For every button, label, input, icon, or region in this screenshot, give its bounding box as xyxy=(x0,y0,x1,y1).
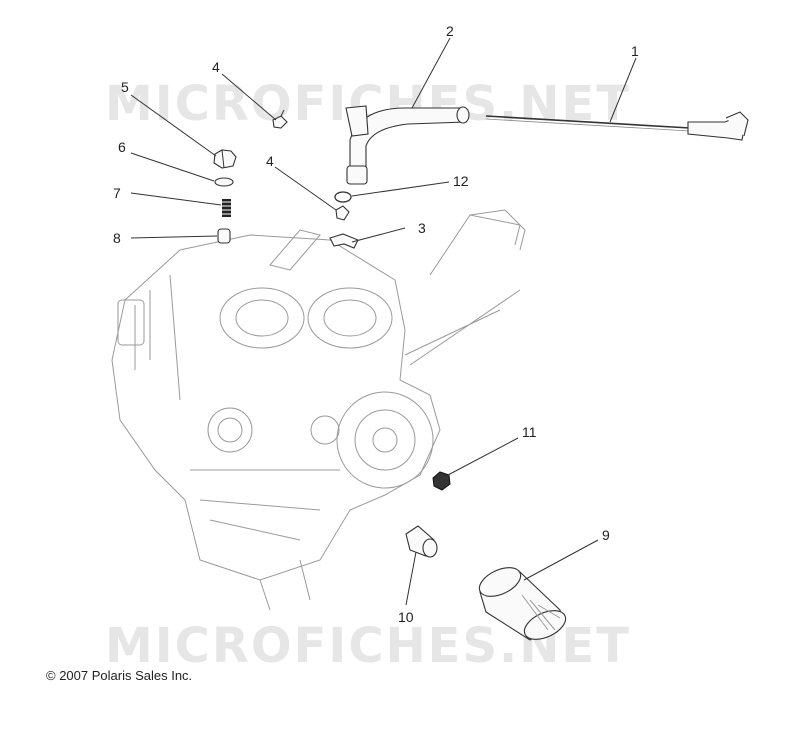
part-9-oil-filter xyxy=(478,567,567,641)
callout-12: 12 xyxy=(453,173,469,189)
callout-3: 3 xyxy=(418,220,426,236)
part-8-pin xyxy=(217,228,231,244)
callout-5: 5 xyxy=(121,79,129,95)
callout-10: 10 xyxy=(398,609,414,625)
part-7-spring xyxy=(222,199,231,217)
callout-9: 9 xyxy=(602,527,610,543)
part-4-bolt-lower xyxy=(335,205,350,221)
callout-4-upper: 4 xyxy=(212,59,220,75)
copyright-notice: © 2007 Polaris Sales Inc. xyxy=(46,668,193,683)
part-12-o-ring xyxy=(334,191,352,203)
part-5-plug xyxy=(213,149,237,169)
part-1-dipstick xyxy=(485,111,749,141)
part-10-fitting xyxy=(405,525,438,558)
part-6-washer xyxy=(214,177,234,187)
leader-lines xyxy=(130,37,637,606)
callout-1: 1 xyxy=(631,43,639,59)
callout-11: 11 xyxy=(522,424,537,440)
callout-8: 8 xyxy=(113,230,121,246)
part-2-dipstick-tube xyxy=(345,105,470,185)
part-11-plug xyxy=(432,471,451,491)
callout-6: 6 xyxy=(118,139,126,155)
crankcase xyxy=(111,209,526,611)
part-4-bolt-upper xyxy=(272,109,288,129)
part-3-bracket xyxy=(329,233,359,249)
callout-7: 7 xyxy=(113,185,121,201)
callout-2: 2 xyxy=(446,23,454,39)
callout-4-lower: 4 xyxy=(266,153,274,169)
